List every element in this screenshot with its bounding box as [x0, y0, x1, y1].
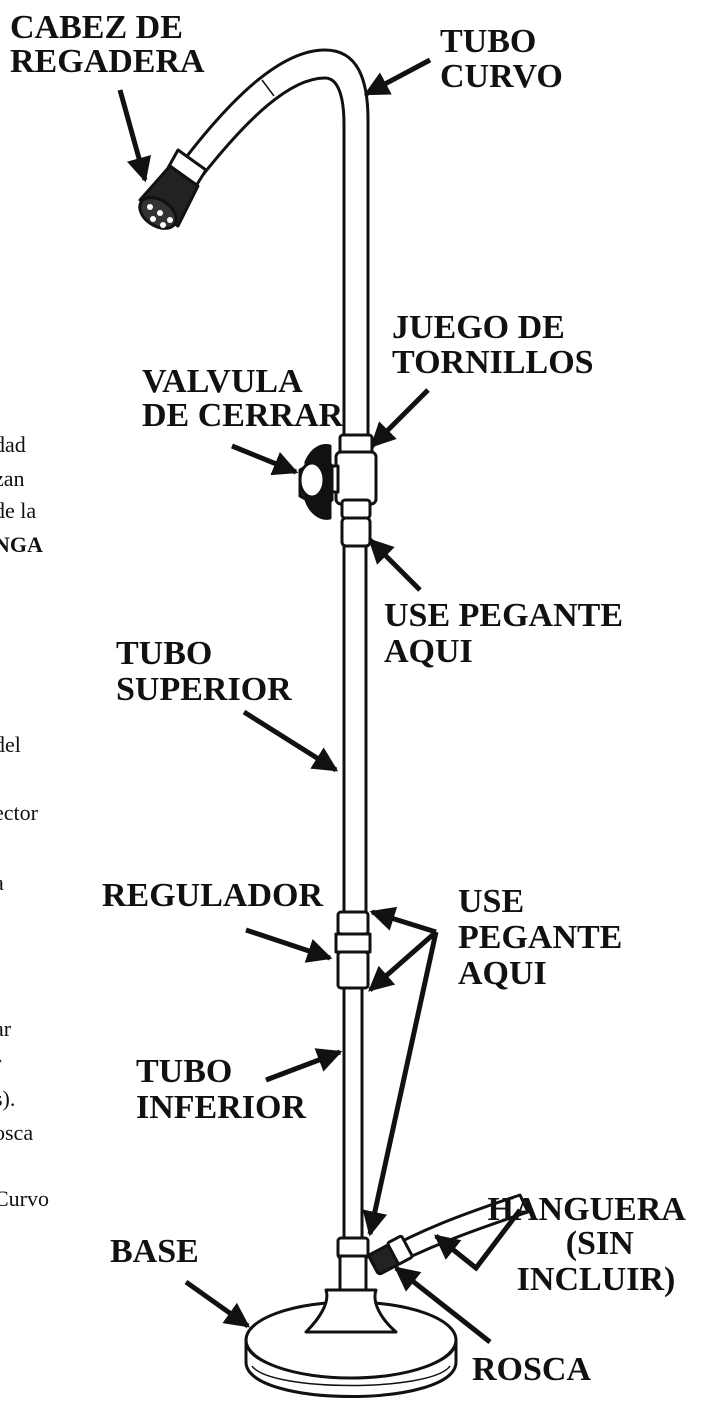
- upper-tube: [342, 544, 368, 916]
- arrow-screw-set: [370, 388, 430, 448]
- svg-text:Curvo: Curvo: [0, 1186, 49, 1211]
- arrow-glue-2-b: [368, 930, 438, 992]
- hose-connector: [367, 1193, 530, 1276]
- pointer-arrows: [117, 57, 522, 1344]
- label-shutoff-valve: VALVULA DE CERRAR: [142, 363, 344, 434]
- regulator: [334, 910, 372, 990]
- arrow-thread: [394, 1266, 492, 1344]
- label-screw-set: JUEGO DE TORNILLOS: [392, 309, 594, 381]
- arrow-base: [184, 1279, 251, 1329]
- glue-coupling-upper: [340, 516, 372, 548]
- svg-text:ar: ar: [0, 1016, 12, 1041]
- base: [244, 1288, 458, 1398]
- label-upper-tube: TUBO SUPERIOR: [116, 635, 292, 708]
- svg-text:ector: ector: [0, 800, 39, 825]
- label-hose: HANGUERA (SIN INCLUIR): [488, 1191, 693, 1298]
- svg-text:zan: zan: [0, 466, 25, 491]
- arrow-curved-tube: [363, 57, 432, 97]
- label-lower-tube: TUBO INFERIOR: [136, 1053, 306, 1126]
- svg-text:de la: de la: [0, 498, 36, 523]
- label-curved-tube: TUBO CURVO: [440, 23, 563, 95]
- arrow-shower-head: [117, 89, 152, 183]
- label-shower-head: CABEZ DE REGADERA: [10, 9, 205, 80]
- svg-text:dad: dad: [0, 432, 26, 457]
- arrow-glue-2-c: [362, 931, 439, 1237]
- arrow-lower-tube: [265, 1048, 343, 1083]
- cropped-side-text: dad zan de la NGA del ector a ar r s). o…: [0, 432, 49, 1211]
- arrow-glue-1: [368, 538, 422, 592]
- arrow-upper-tube: [242, 709, 339, 773]
- curved-tube: [182, 48, 370, 442]
- label-glue-here-1: USE PEGANTE AQUI: [384, 597, 632, 670]
- svg-text:a: a: [0, 870, 4, 895]
- svg-text:NGA: NGA: [0, 532, 43, 557]
- arrow-regulator: [245, 927, 333, 963]
- svg-text:r: r: [0, 1050, 2, 1075]
- label-base: BASE: [110, 1233, 199, 1270]
- shower-head: [138, 148, 208, 230]
- svg-text:s).: s).: [0, 1086, 15, 1111]
- label-thread: ROSCA: [472, 1351, 591, 1388]
- svg-text:osca: osca: [0, 1120, 33, 1145]
- label-regulator: REGULADOR: [102, 877, 323, 914]
- arrow-shutoff-valve: [231, 443, 299, 476]
- arrow-hose: [434, 1208, 522, 1272]
- arrow-glue-2-a: [369, 906, 437, 935]
- shutoff-valve: [298, 444, 334, 520]
- label-glue-here-2: USE PEGANTE AQUI: [458, 883, 631, 992]
- shower-illustration: [138, 48, 530, 1398]
- lower-tube: [342, 986, 364, 1242]
- svg-text:del: del: [0, 732, 21, 757]
